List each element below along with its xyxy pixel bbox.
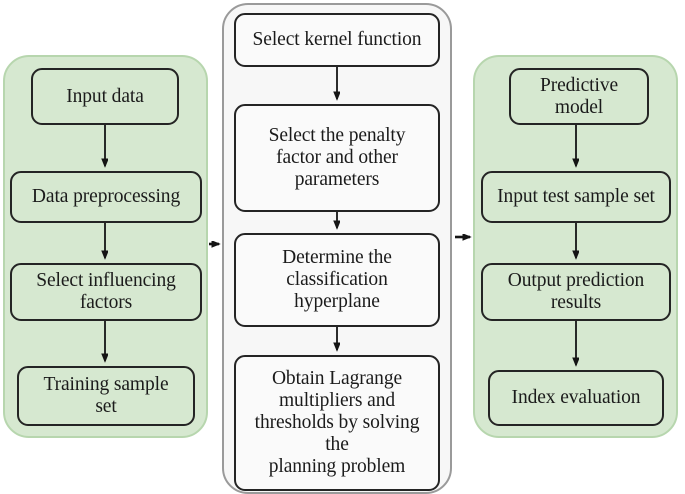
node-select-kernel-function-label: Select kernel function xyxy=(252,29,422,51)
node-input-data-label: Input data xyxy=(66,85,144,107)
node-input-test-sample-set[interactable]: Input test sample set xyxy=(481,171,671,223)
node-index-evaluation-label: Index evaluation xyxy=(511,387,641,409)
node-input-data[interactable]: Input data xyxy=(31,68,179,125)
node-data-preprocessing[interactable]: Data preprocessing xyxy=(10,171,202,223)
node-input-test-sample-set-label: Input test sample set xyxy=(497,186,655,208)
node-select-kernel-function[interactable]: Select kernel function xyxy=(234,13,440,67)
node-index-evaluation[interactable]: Index evaluation xyxy=(488,370,664,426)
node-data-preprocessing-label: Data preprocessing xyxy=(31,186,181,208)
